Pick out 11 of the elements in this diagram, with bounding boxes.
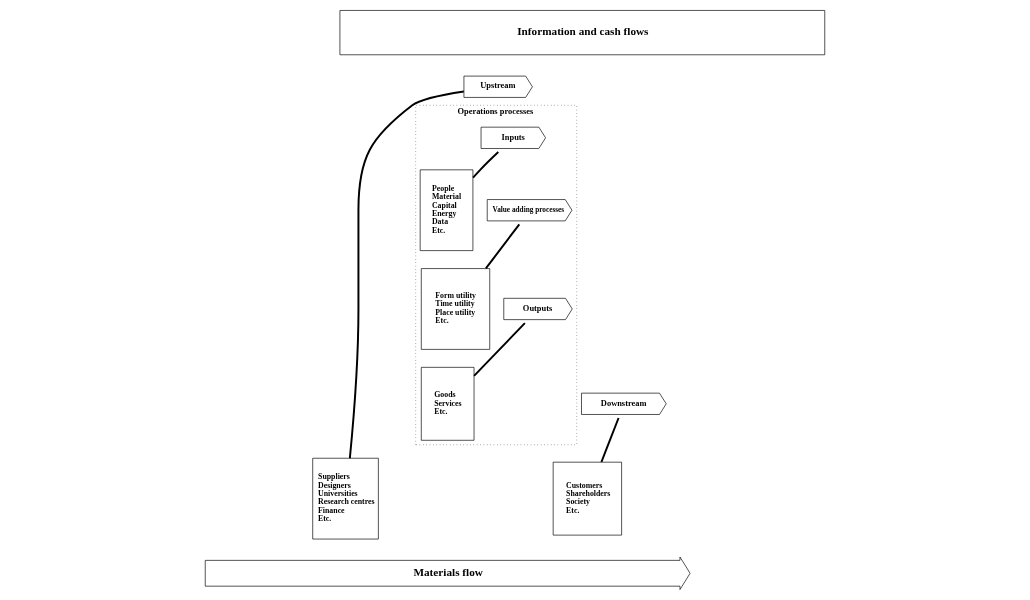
node-box: Suppliers Designers Universities Research centres Finance Etc. xyxy=(312,457,379,540)
connector xyxy=(600,417,620,463)
connector xyxy=(473,322,526,377)
node-box: Form utility Time utility Place utility Etc. xyxy=(420,268,491,350)
connector xyxy=(472,151,500,179)
node-box: People Material Capital Energy Data Etc. xyxy=(419,169,474,251)
connector xyxy=(348,90,465,460)
node-box: Goods Services Etc. xyxy=(420,367,475,441)
node-box: Customers Shareholders Society Etc. xyxy=(552,461,622,536)
node-box: Information and cash flows xyxy=(339,10,826,56)
connector xyxy=(484,223,521,270)
